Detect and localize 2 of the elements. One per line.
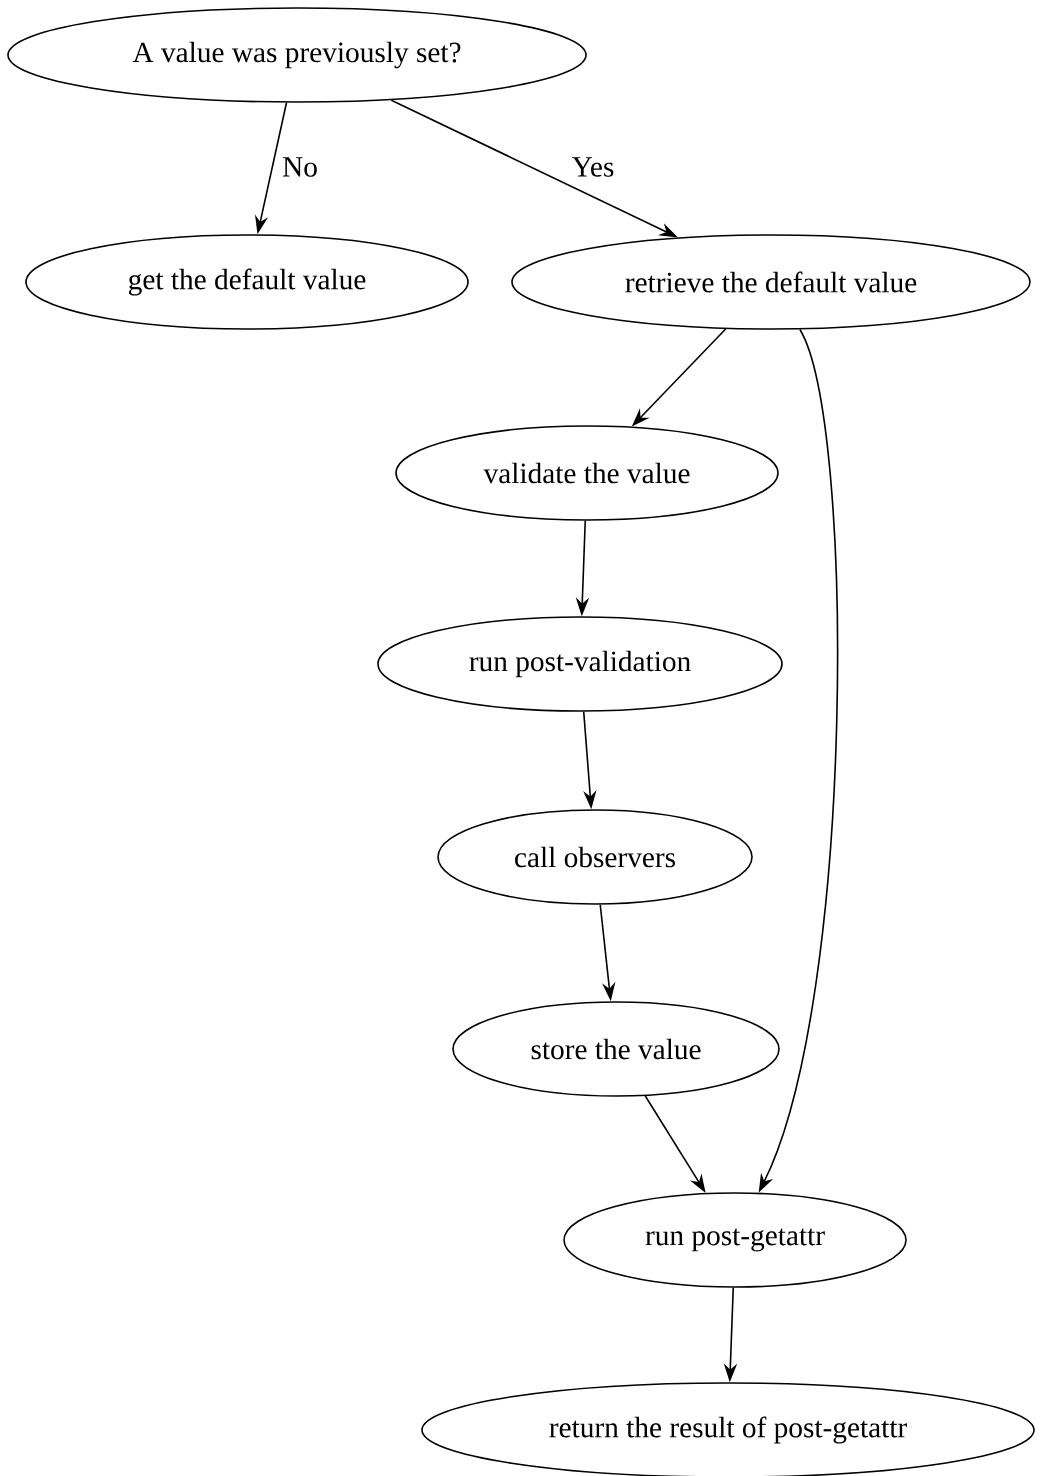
edge-label: No	[280, 155, 320, 179]
edge-label: Yes	[570, 155, 616, 179]
